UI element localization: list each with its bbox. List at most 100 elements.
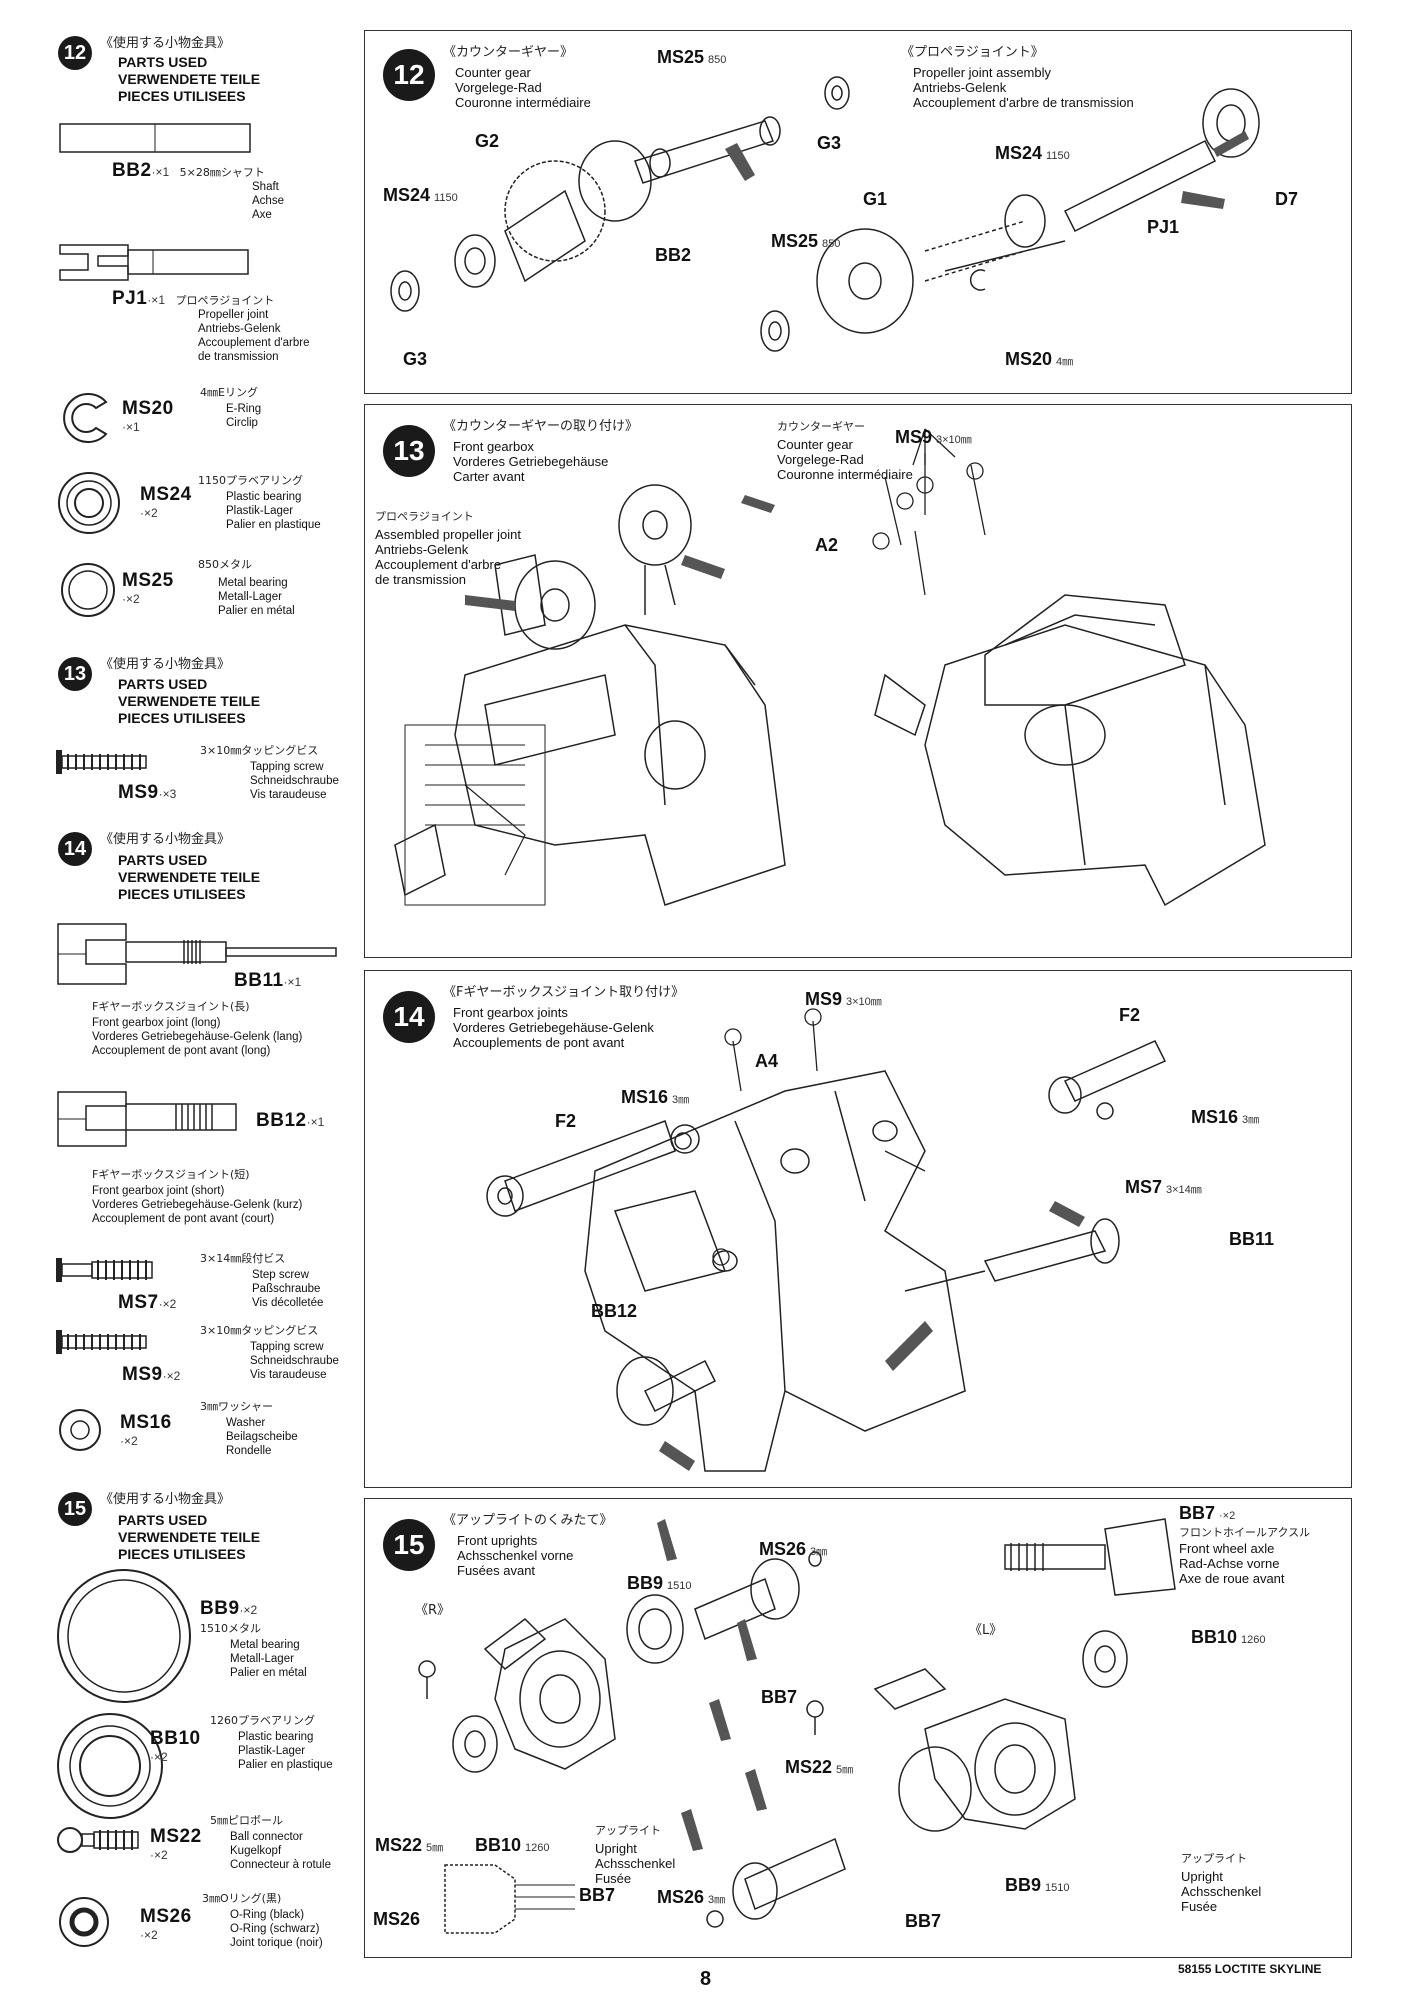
part-bb11-jp: Fギヤーボックスジョイント(長) <box>92 1000 250 1013</box>
gearbox-joint-bb12-illustration <box>57 1091 237 1147</box>
footer-product-code: 58155 LOCTITE SKYLINE <box>1178 1962 1322 1976</box>
parts-used-jp-14: 《使用する小物金具》 <box>100 832 231 847</box>
tapping-screw-ms9-icon <box>56 750 147 774</box>
part-ms16: MS16·×2 <box>120 1412 172 1448</box>
part-ms22-jp: 5㎜ピロボール <box>210 1814 283 1827</box>
part-bb2: BB2·×1 5×28㎜シャフト <box>112 160 265 181</box>
p12-label-g3-top: G3 <box>817 133 842 153</box>
p14-label-f2-left: F2 <box>555 1111 577 1131</box>
parts-used-jp-12: 《使用する小物金具》 <box>100 36 231 51</box>
p13-label-a2: A2 <box>815 535 839 555</box>
p15-upright-r-jp: アップライト <box>595 1824 661 1837</box>
part-ms9-s13-jp: 3×10㎜タッピングビス <box>200 744 319 757</box>
part-ms22: MS22·×2 <box>150 1826 202 1862</box>
p13-cg-jp: カウンターギヤー <box>777 420 865 433</box>
p15-label-bb7-inset: BB7 <box>579 1885 616 1905</box>
p14-gearbox-joints-drawing <box>486 1008 1167 1472</box>
part-pj1: PJ1·×1 プロペラジョイント <box>112 288 275 309</box>
p12-label-g3-bottom: G3 <box>403 349 428 369</box>
part-ms9-s13: MS9·×3 <box>118 782 177 803</box>
part-ms7: MS7·×2 <box>118 1292 177 1313</box>
part-bb12-desc: Front gearbox joint (short)Vorderes Getr… <box>92 1185 303 1225</box>
step-13-badge: 13 <box>58 657 92 691</box>
p12-left-jp: 《カウンターギヤー》 <box>443 45 574 60</box>
panel-13-badge: 13 <box>383 425 435 477</box>
part-ms26: MS26·×2 <box>140 1906 192 1942</box>
panel-12-badge: 12 <box>383 49 435 101</box>
part-bb9: BB9·×2 <box>200 1598 258 1619</box>
plastic-bearing-bb10-icon <box>57 1713 163 1819</box>
p13-left-jp: 《カウンターギヤーの取り付け》 <box>443 419 639 434</box>
part-ms24: MS24·×2 <box>140 484 192 520</box>
metal-bearing-bb9-icon <box>57 1569 191 1703</box>
part-bb10-jp: 1260プラベアリング <box>210 1714 315 1727</box>
p14-label-f2-right: F2 <box>1119 1005 1141 1025</box>
part-ms20: MS20·×1 <box>122 398 174 434</box>
panel-step-14: 14 《Fギヤーボックスジョイント取り付け》 Front gearbox joi… <box>364 970 1352 1488</box>
parts-used-jp-15: 《使用する小物金具》 <box>100 1492 231 1507</box>
panel-15-badge: 15 <box>383 1519 435 1571</box>
part-ms25-jp: 850メタル <box>198 558 252 571</box>
part-bb11: BB11·×1 <box>234 970 302 991</box>
p15-upright-l-jp: アップライト <box>1181 1852 1247 1865</box>
tapping-screw-ms9-s14-icon <box>56 1330 147 1354</box>
p13-front-gearbox-drawing <box>394 428 1266 907</box>
part-bb12: BB12·×1 <box>256 1110 325 1131</box>
p15-side-l: 《L》 <box>969 1623 1003 1638</box>
part-ms25: MS25·×2 <box>122 570 174 606</box>
part-ms16-jp: 3㎜ワッシャー <box>200 1400 273 1413</box>
p12-label-d7: D7 <box>1275 189 1299 209</box>
ball-connector-ms22-icon <box>57 1827 139 1853</box>
p15-label-bb7-mid: BB7 <box>761 1687 798 1707</box>
part-ms26-desc: O-Ring (black)O-Ring (schwarz)Joint tori… <box>230 1909 323 1949</box>
p15-label-bb7-bottom: BB7 <box>905 1911 942 1931</box>
step-12-badge: 12 <box>58 36 92 70</box>
panel-14-badge: 14 <box>383 991 435 1043</box>
p12-exploded-drawing <box>390 76 1260 352</box>
p12-label-g1: G1 <box>863 189 888 209</box>
part-ms24-jp: 1150プラベアリング <box>198 474 303 487</box>
p12-label-g2: G2 <box>475 131 500 151</box>
p14-label-bb11: BB11 <box>1229 1229 1275 1249</box>
step-14-badge: 14 <box>58 832 92 866</box>
p14-label-bb12: BB12 <box>591 1301 638 1321</box>
p14-left-jp: 《Fギヤーボックスジョイント取り付け》 <box>443 985 685 1000</box>
step-15-badge: 15 <box>58 1492 92 1526</box>
p14-label-a4: A4 <box>755 1051 779 1071</box>
p15-left-jp: 《アップライトのくみたて》 <box>443 1513 613 1528</box>
p15-bb7-jp: フロントホイールアクスル <box>1179 1526 1311 1539</box>
part-ms26-jp: 3㎜Oリング(黒) <box>202 1892 282 1905</box>
propeller-joint-pj1-illustration <box>59 244 249 281</box>
p12-label-pj1: PJ1 <box>1147 217 1180 237</box>
part-ms20-jp: 4㎜Eリング <box>200 386 258 399</box>
